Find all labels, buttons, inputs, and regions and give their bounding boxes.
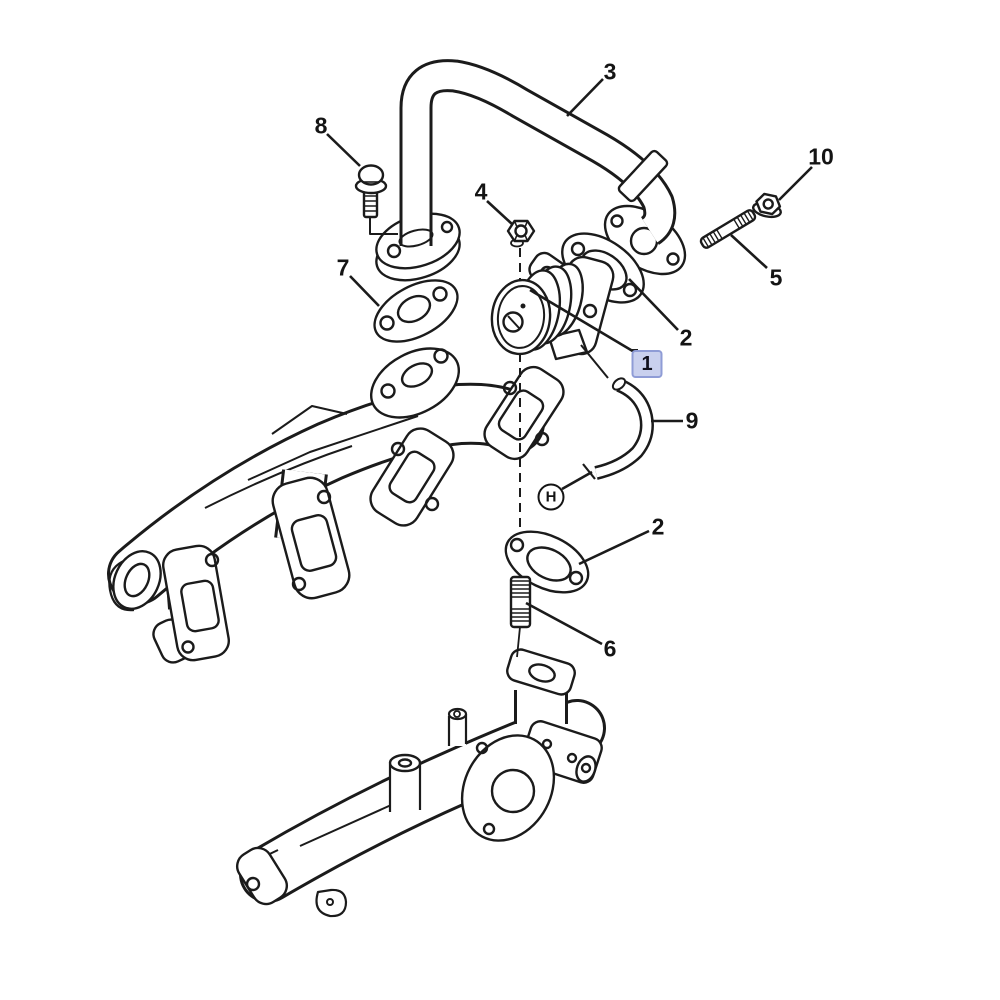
callout-h-reference: H xyxy=(537,483,565,511)
bolt-8-drawing xyxy=(354,164,398,235)
callout-3: 3 xyxy=(603,58,617,85)
callout-8: 8 xyxy=(314,112,328,139)
nut-10-drawing xyxy=(751,192,782,219)
callout-2-lower: 2 xyxy=(651,513,665,540)
nut-4-drawing xyxy=(506,219,536,243)
callout-5: 5 xyxy=(769,264,783,291)
callout-1-selected[interactable]: 1 xyxy=(631,350,663,378)
exhaust-manifold-drawing xyxy=(107,347,565,664)
callout-4: 4 xyxy=(474,178,488,205)
callout-2-upper: 2 xyxy=(679,324,693,351)
egr-tube-drawing xyxy=(375,59,687,282)
intake-manifold-drawing xyxy=(235,648,606,918)
stud-6-drawing xyxy=(509,575,532,658)
egr-valve-drawing xyxy=(490,251,615,379)
gasket-7-drawing xyxy=(373,279,459,343)
stud-5-drawing xyxy=(699,209,757,249)
callout-6: 6 xyxy=(603,635,617,662)
callout-9: 9 xyxy=(685,407,699,434)
egr-pipe-drawing xyxy=(582,377,654,480)
callout-7: 7 xyxy=(336,254,350,281)
callout-10: 10 xyxy=(808,143,834,170)
